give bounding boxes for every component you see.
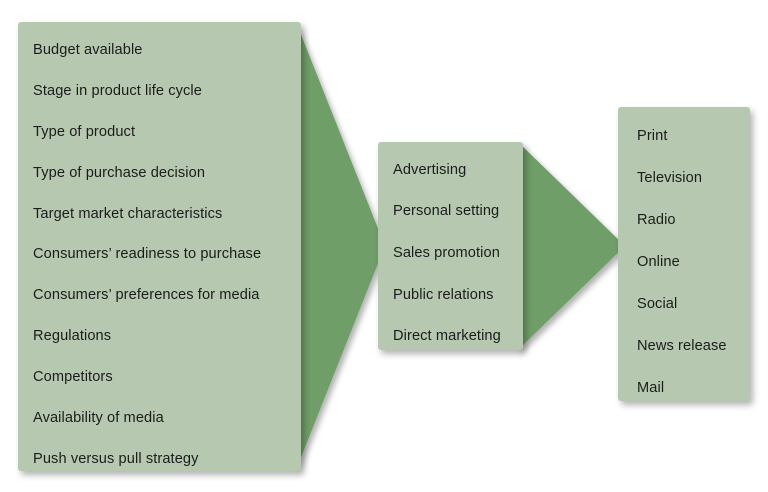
factors-list: Budget available Stage in product life c… [18,22,301,487]
list-item: Public relations [393,286,494,303]
list-item: Online [637,253,680,270]
list-item: Radio [637,211,676,228]
list-item: Advertising [393,161,467,178]
list-item: Direct marketing [393,328,501,345]
list-item: Social [637,295,678,312]
media-list: Print Television Radio Online Social New… [618,107,750,417]
list-item: News release [637,337,727,354]
factors-panel: Budget available Stage in product life c… [18,22,301,471]
arrow-promotion-to-media [518,142,625,350]
list-item: Consumers’ preferences for media [33,287,260,304]
list-item: Availability of media [33,409,164,426]
promotion-mix-panel: Advertising Personal setting Sales promo… [378,142,523,350]
list-item: Regulations [33,328,112,345]
list-item: Stage in product life cycle [33,83,202,100]
list-item: Personal setting [393,203,500,220]
media-panel: Print Television Radio Online Social New… [618,107,750,401]
list-item: Sales promotion [393,244,500,261]
list-item: Type of product [33,124,136,140]
list-item: Mail [637,379,665,396]
list-item: Competitors [33,368,113,385]
list-item: Television [637,169,703,186]
arrow-factors-to-promotion [296,22,385,470]
list-item: Push versus pull strategy [33,450,199,467]
list-item: Print [637,127,668,144]
list-item: Target market characteristics [33,205,223,222]
list-item: Budget available [33,42,143,59]
promotion-mix-list: Advertising Personal setting Sales promo… [378,142,523,364]
list-item: Consumers’ readiness to purchase [33,246,262,263]
list-item: Type of purchase decision [33,164,206,181]
